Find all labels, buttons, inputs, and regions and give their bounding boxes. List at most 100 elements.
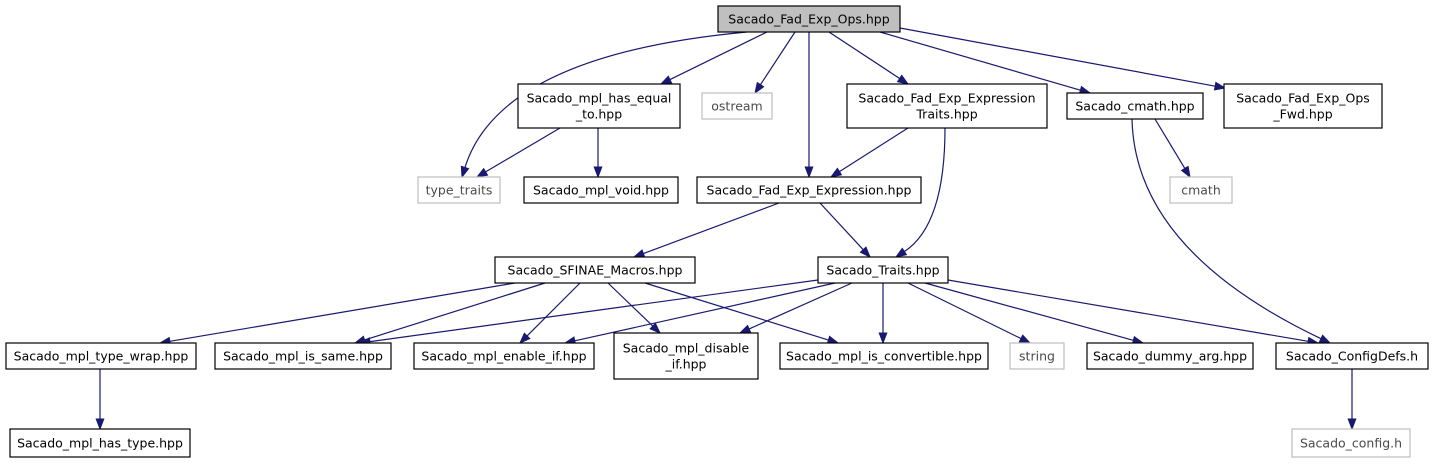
edge-sfinae-to-disable_if	[607, 282, 662, 334]
edge-expr_traits-to-expression	[829, 127, 909, 178]
edge-root-to-ostream	[754, 31, 796, 95]
edge-expr_traits-to-traits	[894, 127, 946, 258]
arrowhead-type_wrap-to-has_type	[95, 418, 105, 431]
node-enable_if[interactable]: Sacado_mpl_enable_if.hpp	[413, 342, 595, 370]
arrowhead-root-to-ops_fwd	[1213, 81, 1227, 91]
node-has_equal_to[interactable]: Sacado_mpl_has_equal_to.hpp	[517, 83, 681, 129]
node-configdefs[interactable]: Sacado_ConfigDefs.h	[1275, 342, 1429, 370]
edge-traits-to-dummy_arg	[924, 282, 1145, 345]
node-box-config_h	[1291, 428, 1411, 458]
edge-expression-to-sfinae	[632, 202, 780, 258]
node-box-ops_fwd	[1223, 83, 1383, 129]
node-expression[interactable]: Sacado_Fad_Exp_Expression.hpp	[696, 176, 922, 204]
node-is_same[interactable]: Sacado_mpl_is_same.hpp	[214, 342, 392, 370]
arrowhead-expression-to-traits	[859, 246, 871, 259]
node-box-expr_traits	[846, 83, 1048, 129]
node-string[interactable]: string	[1009, 342, 1065, 370]
node-label-ops_fwd-line1: Sacado_Fad_Exp_Ops	[1236, 91, 1370, 106]
edge-line-root-to-cmath_hpp	[879, 31, 1081, 91]
edge-line-root-to-ostream	[759, 31, 796, 85]
node-label-ostream: ostream	[711, 99, 762, 114]
node-label-expr_traits-line1: Sacado_Fad_Exp_Expression	[858, 91, 1035, 106]
arrowhead-configdefs-to-config_h	[1347, 418, 1357, 431]
node-traits[interactable]: Sacado_Traits.hpp	[817, 256, 949, 284]
node-box-expression	[696, 176, 922, 204]
node-cmath[interactable]: cmath	[1169, 176, 1233, 204]
edge-line-expr_traits-to-traits	[904, 127, 946, 253]
node-disable_if[interactable]: Sacado_mpl_disable_if.hpp	[613, 332, 759, 380]
node-has_type[interactable]: Sacado_mpl_has_type.hpp	[9, 428, 191, 458]
arrowhead-has_equal_to-to-type_traits	[475, 167, 489, 178]
node-root[interactable]: Sacado_Fad_Exp_Ops.hpp	[717, 5, 901, 33]
node-label-has_equal_to-line2: _to.hpp	[575, 107, 622, 122]
edge-line-traits-to-is_same	[369, 279, 819, 343]
node-cmath_hpp[interactable]: Sacado_cmath.hpp	[1066, 92, 1204, 120]
edge-root-to-expression	[804, 32, 814, 179]
edge-line-expression-to-traits	[819, 202, 864, 251]
edge-line-traits-to-disable_if	[748, 282, 853, 330]
arrowhead-traits-to-string	[1018, 334, 1032, 344]
node-box-type_traits	[417, 176, 501, 204]
arrowhead-root-to-expr_traits	[896, 74, 910, 85]
edge-line-sfinae-to-enable_if	[526, 282, 581, 337]
node-box-ostream	[701, 92, 773, 120]
node-label-expr_traits-line2: Traits.hpp	[915, 107, 977, 122]
edge-line-expression-to-sfinae	[643, 202, 780, 255]
edge-line-root-to-ops_fwd	[899, 27, 1216, 87]
node-box-is_same	[214, 342, 392, 370]
edge-root-to-ops_fwd	[899, 27, 1227, 91]
edge-line-traits-to-configdefs	[947, 279, 1309, 342]
node-box-type_wrap	[5, 342, 197, 370]
node-label-string: string	[1019, 349, 1055, 364]
node-mpl_void[interactable]: Sacado_mpl_void.hpp	[523, 176, 679, 204]
node-box-dummy_arg	[1086, 342, 1254, 370]
arrowhead-expr_traits-to-traits	[894, 247, 908, 258]
edge-sfinae-to-is_same	[353, 282, 546, 345]
arrowhead-root-to-ostream	[754, 81, 765, 95]
node-box-root	[717, 5, 901, 33]
arrowhead-expr_traits-to-expression	[829, 167, 843, 178]
node-label-cmath_hpp: Sacado_cmath.hpp	[1075, 99, 1194, 114]
edge-root-to-has_equal_to	[659, 31, 768, 85]
node-label-dummy_arg: Sacado_dummy_arg.hpp	[1093, 349, 1247, 364]
arrowhead-sfinae-to-enable_if	[519, 332, 531, 344]
node-sfinae[interactable]: Sacado_SFINAE_Macros.hpp	[494, 256, 696, 284]
node-label-is_convertible: Sacado_mpl_is_convertible.hpp	[786, 349, 982, 364]
arrowhead-cmath_hpp-to-configdefs	[1318, 334, 1332, 344]
node-ostream[interactable]: ostream	[701, 92, 773, 120]
arrowhead-cmath_hpp-to-cmath	[1180, 165, 1191, 179]
edge-line-cmath_hpp-to-configdefs	[1131, 118, 1322, 340]
arrowhead-traits-to-is_convertible	[878, 332, 888, 345]
node-type_wrap[interactable]: Sacado_mpl_type_wrap.hpp	[5, 342, 197, 370]
node-label-sfinae: Sacado_SFINAE_Macros.hpp	[508, 263, 683, 278]
edge-line-sfinae-to-is_convertible	[644, 282, 829, 341]
node-dummy_arg[interactable]: Sacado_dummy_arg.hpp	[1086, 342, 1254, 370]
node-label-cmath: cmath	[1181, 183, 1221, 198]
arrowhead-has_equal_to-to-mpl_void	[593, 166, 603, 179]
node-label-expression: Sacado_Fad_Exp_Expression.hpp	[707, 183, 912, 198]
edge-cmath_hpp-to-cmath	[1154, 118, 1191, 179]
edge-sfinae-to-type_wrap	[158, 282, 516, 346]
edge-traits-to-disable_if	[738, 282, 853, 334]
node-config_h[interactable]: Sacado_config.h	[1291, 428, 1411, 458]
node-type_traits[interactable]: type_traits	[417, 176, 501, 204]
node-box-disable_if	[613, 332, 759, 380]
node-label-traits: Sacado_Traits.hpp	[826, 263, 939, 278]
node-label-is_same: Sacado_mpl_is_same.hpp	[223, 349, 383, 364]
node-label-has_equal_to-line1: Sacado_mpl_has_equal	[527, 91, 672, 106]
node-box-traits	[817, 256, 949, 284]
node-box-has_equal_to	[517, 83, 681, 129]
node-is_convertible[interactable]: Sacado_mpl_is_convertible.hpp	[779, 342, 989, 370]
edge-has_equal_to-to-type_traits	[475, 127, 561, 178]
arrowhead-root-to-expression	[804, 166, 814, 179]
edge-line-sfinae-to-disable_if	[607, 282, 654, 327]
node-ops_fwd[interactable]: Sacado_Fad_Exp_Ops_Fwd.hpp	[1223, 83, 1383, 129]
node-label-enable_if: Sacado_mpl_enable_if.hpp	[421, 349, 586, 364]
node-label-configdefs: Sacado_ConfigDefs.h	[1286, 349, 1418, 364]
node-label-disable_if-line2: _if.hpp	[665, 357, 707, 372]
edge-line-cmath_hpp-to-cmath	[1154, 118, 1186, 169]
edge-line-traits-to-dummy_arg	[924, 282, 1134, 341]
node-label-has_type: Sacado_mpl_has_type.hpp	[17, 436, 183, 451]
